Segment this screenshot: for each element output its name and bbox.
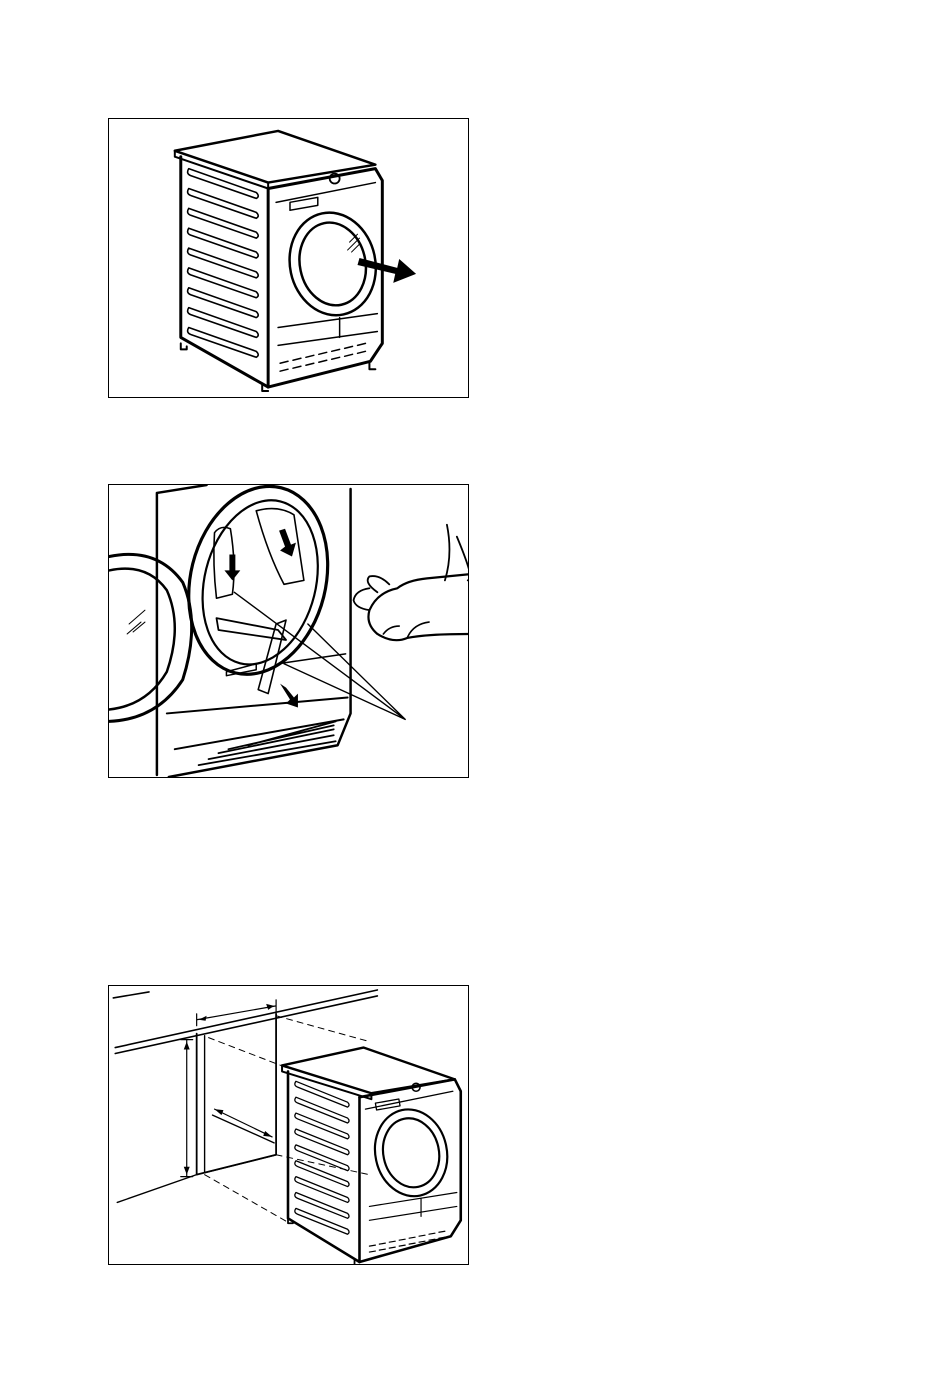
dryer-door-illustration xyxy=(109,119,468,397)
side-vent-slots xyxy=(188,169,259,358)
figure-dryer-open-door xyxy=(108,118,469,398)
installation-illustration xyxy=(109,986,468,1264)
figure-remove-packaging xyxy=(108,484,469,778)
figure-installation-niche xyxy=(108,985,469,1265)
dimension-lines xyxy=(181,1000,276,1177)
packaging-removal-illustration xyxy=(109,485,468,777)
dryer-unit xyxy=(282,1048,461,1264)
